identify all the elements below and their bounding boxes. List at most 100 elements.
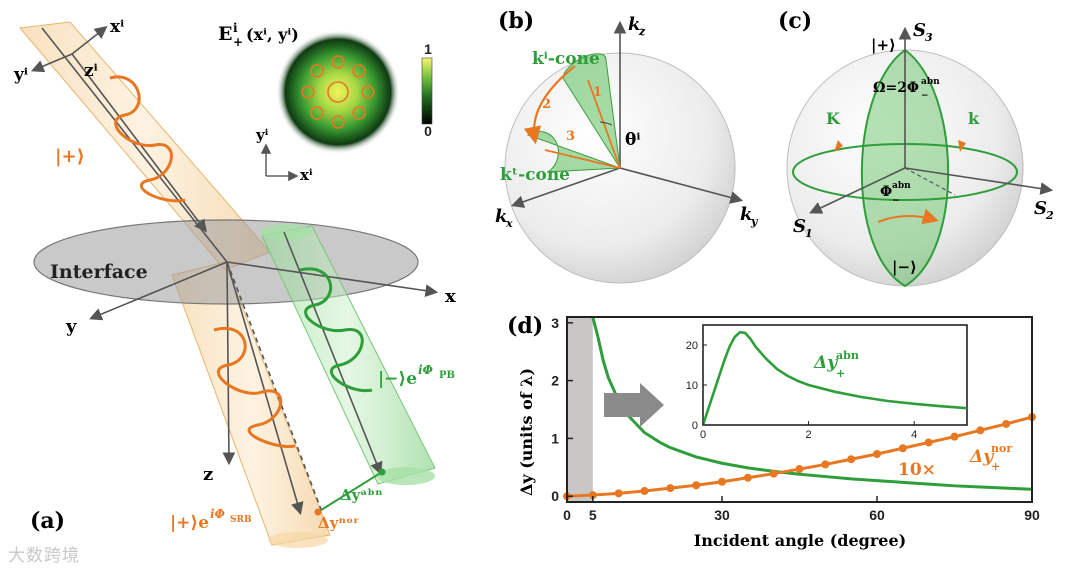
svg-text:iΦ: iΦ xyxy=(210,507,226,521)
svg-text:k: k xyxy=(495,206,507,227)
svg-text:Ω=2Φ: Ω=2Φ xyxy=(873,80,919,96)
dy-nor-label: Δyⁿᵒʳ xyxy=(318,514,359,532)
watermark: 大数跨境 xyxy=(8,546,80,566)
colorbar xyxy=(421,57,433,125)
svg-text:S: S xyxy=(793,216,806,237)
colorbar-min: 0 xyxy=(424,123,432,139)
svg-text:−: − xyxy=(921,91,929,101)
svg-text:(xⁱ, yⁱ): (xⁱ, yⁱ) xyxy=(246,25,299,44)
nor-point xyxy=(924,438,933,447)
inset-xi-label: xⁱ xyxy=(300,166,313,184)
vortex-rings xyxy=(301,55,375,129)
svg-text:i: i xyxy=(233,21,238,35)
inset-annot: Δy + abn xyxy=(813,349,859,380)
nor-point xyxy=(743,473,752,482)
axis-z-label: z xyxy=(203,464,213,485)
svg-text:S: S xyxy=(1034,198,1047,219)
nor-point xyxy=(795,465,804,474)
svg-text:abn: abn xyxy=(836,349,859,362)
ky-label: k y xyxy=(740,204,759,228)
svg-text:y: y xyxy=(750,215,759,228)
zoom-arrow xyxy=(604,383,664,427)
K-label: K xyxy=(826,109,841,128)
excluded-angle-region xyxy=(567,317,593,502)
x-tick-label: 60 xyxy=(869,507,885,523)
kt-cone-label: kᵗ-cone xyxy=(500,165,570,185)
svg-text:1: 1 xyxy=(805,227,813,240)
s3-label: S 3 xyxy=(913,20,933,44)
svg-text:E: E xyxy=(218,23,232,45)
panel-b: (b) k z k x k y kⁱ-cone kᵗ-cone θⁱ 1 2 3 xyxy=(495,8,759,284)
dy-abn-label: Δyᵃᵇⁿ xyxy=(340,486,383,504)
inset-yi-label: yⁱ xyxy=(255,126,269,144)
svg-text:x: x xyxy=(505,217,513,230)
state-plus-srb-label: |+⟩e iΦ SRB xyxy=(170,507,252,533)
svg-text:S: S xyxy=(913,20,926,41)
nor-point xyxy=(847,455,856,464)
svg-text:abn: abn xyxy=(921,77,940,87)
nor-point xyxy=(614,489,623,498)
panel-b-label: (b) xyxy=(498,8,534,34)
svg-text:|+⟩e: |+⟩e xyxy=(170,513,209,533)
x-tick-label: 90 xyxy=(1024,507,1040,523)
nor-point xyxy=(588,491,597,500)
svg-text:Δy: Δy xyxy=(969,447,994,467)
axis-x-label: x xyxy=(445,286,456,307)
svg-text:PB: PB xyxy=(439,370,455,381)
interface-label: Interface xyxy=(50,261,148,283)
state-plus-label: |+⟩ xyxy=(55,146,85,167)
nor-point xyxy=(640,487,649,496)
inset-y-tick-label: 10 xyxy=(686,380,698,392)
phi-label: Φ − abn xyxy=(880,181,911,206)
s2-label: S 2 xyxy=(1034,198,1054,222)
x-tick-label: 0 xyxy=(563,507,571,523)
y-tick-label: 1 xyxy=(551,430,559,446)
nor-point xyxy=(769,469,778,478)
annot-10x: 10× xyxy=(898,460,936,480)
x-tick-label: 30 xyxy=(714,507,730,523)
x-tick-label: 5 xyxy=(589,507,597,523)
svg-text:+: + xyxy=(836,367,845,380)
svg-text:−: − xyxy=(892,196,900,206)
kx-label: k x xyxy=(495,206,513,230)
panel-c: (c) S 3 S 1 S 2 |+⟩ |−⟩ Ω=2Φ − abn K k Φ… xyxy=(778,8,1054,288)
intensity-spot xyxy=(276,30,400,154)
path-num-2: 2 xyxy=(542,97,551,112)
path-num-3: 3 xyxy=(566,129,575,144)
axis-xi-label: xⁱ xyxy=(110,17,124,37)
kz-label: k z xyxy=(628,14,646,38)
svg-text:Φ: Φ xyxy=(880,184,892,200)
s1-label: S 1 xyxy=(793,216,813,240)
inset-x-tick-label: 4 xyxy=(911,429,917,441)
inset-y-tick-label: 20 xyxy=(686,340,698,352)
annot-nor: Δy + nor xyxy=(969,442,1012,473)
nor-point xyxy=(873,450,881,459)
svg-text:3: 3 xyxy=(925,31,933,44)
nor-point xyxy=(898,444,907,453)
nor-point xyxy=(692,481,701,490)
svg-text:nor: nor xyxy=(991,442,1012,455)
inset-title: E i + (xⁱ, yⁱ) xyxy=(218,21,299,49)
nor-point xyxy=(666,484,675,493)
plus-pole-label: |+⟩ xyxy=(871,36,896,54)
colorbar-max: 1 xyxy=(424,41,432,57)
anomalous-helix xyxy=(299,267,373,393)
nor-point xyxy=(950,432,959,441)
x-axis-label: Incident angle (degree) xyxy=(694,531,906,550)
omega-label: Ω=2Φ − abn xyxy=(873,77,940,101)
series-line-1 xyxy=(566,415,1033,498)
svg-text:k: k xyxy=(740,204,752,225)
k-label: k xyxy=(968,109,980,128)
inset-series-line-0 xyxy=(701,330,968,426)
inset-frame xyxy=(702,324,968,426)
nor-point xyxy=(718,477,726,486)
svg-text:|−⟩e: |−⟩e xyxy=(378,369,417,389)
svg-text:iΦ: iΦ xyxy=(418,363,434,377)
theta-label: θⁱ xyxy=(625,130,640,150)
axis-zi-label: zⁱ xyxy=(84,61,98,81)
nor-point xyxy=(821,460,830,469)
nor-point xyxy=(976,426,985,435)
y-tick-label: 2 xyxy=(551,373,559,389)
